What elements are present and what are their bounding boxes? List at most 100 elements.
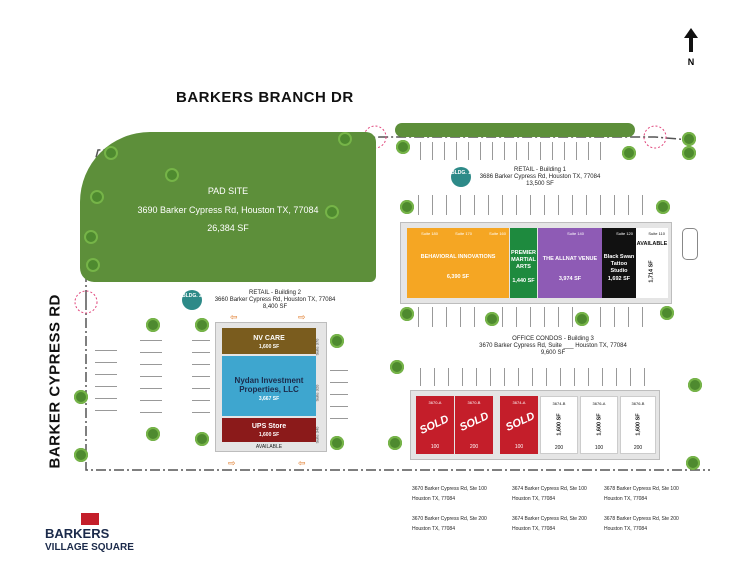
tree-icon [86, 258, 100, 272]
available-sf: 1,714 SF [648, 260, 655, 283]
logo-line2: VILLAGE SQUARE [45, 542, 134, 553]
b2-unit-nvcare[interactable]: NV CARE 1,600 SF [222, 328, 316, 354]
arrow-icon: ⇦ [298, 458, 306, 468]
arrow-icon: ⇨ [298, 312, 306, 322]
tree-icon [84, 230, 98, 244]
tree-icon [104, 146, 118, 160]
tree-icon [656, 200, 670, 214]
ups-suite: Suite 340 [314, 426, 320, 444]
building3-title: OFFICE CONDOS - Building 3 [512, 336, 594, 342]
b1-unit-blackswan[interactable]: Suite 120 Black Swan Tattoo Studio 1,692… [602, 228, 636, 298]
tree-icon [146, 318, 160, 332]
tree-icon [165, 168, 179, 182]
building2-badge: BLDG. 2 [182, 290, 202, 310]
tree-icon [400, 200, 414, 214]
premier-name: PREMIER MARTIAL ARTS [510, 250, 537, 270]
tree-icon [330, 334, 344, 348]
tree-icon [686, 456, 700, 470]
nydan-suite: Suite 320 [314, 384, 320, 402]
b3-unit-3670b[interactable]: 3670-B 200 [455, 396, 493, 454]
tree-icon [195, 318, 209, 332]
b3-3676b-suite: 200 [633, 445, 643, 451]
b3-unit-3676b[interactable]: 3676-B 1,600 SF 200 [620, 396, 656, 454]
nydan-sf: 3,667 SF [258, 396, 280, 402]
street-top: BARKERS BRANCH DR [176, 89, 354, 106]
tree-icon [682, 132, 696, 146]
tree-icon [396, 140, 410, 154]
b1-unit-behavioral-label: BEHAVIORAL INNOVATIONS 6,390 SF [407, 228, 509, 298]
tree-icon [485, 312, 499, 326]
tree-icon [195, 432, 209, 446]
behavioral-name: BEHAVIORAL INNOVATIONS [420, 254, 496, 260]
behavioral-sf: 6,390 SF [446, 274, 470, 280]
b3-3670a-suite: 100 [430, 444, 440, 450]
b1-unit-available[interactable]: Suite 110 AVAILABLE 1,714 SF [636, 228, 668, 298]
building2-title: RETAIL - Building 2 [248, 290, 302, 296]
building1-title: RETAIL - Building 1 [513, 167, 567, 173]
logo-line1: BARKERS [45, 526, 110, 541]
b1-unit-160[interactable]: Suite 160 [475, 228, 509, 298]
building3-area: 9,600 SF [540, 350, 566, 356]
tree-icon [575, 312, 589, 326]
tree-icon [74, 390, 88, 404]
allnat-name: THE ALLNAT VENUE [542, 256, 598, 262]
b1-unit-180[interactable]: Suite 180 [407, 228, 441, 298]
b1-unit-premier[interactable]: PREMIER MARTIAL ARTS 1,440 SF [510, 228, 537, 298]
logo-mark-icon [81, 513, 99, 525]
b3-3670b-suite: 200 [469, 444, 479, 450]
tree-icon [400, 307, 414, 321]
tree-icon [390, 360, 404, 374]
building1-area: 13,500 SF [526, 181, 554, 187]
tree-icon [682, 146, 696, 160]
ups-sf: 1,600 SF [258, 432, 280, 438]
tree-icon [660, 306, 674, 320]
tree-icon [622, 146, 636, 160]
b3-3674b-suite: 200 [554, 445, 564, 451]
b2-unit-ups[interactable]: UPS Store 1,600 SF [222, 418, 316, 442]
pad-site-address: 3690 Barker Cypress Rd, Houston TX, 7708… [137, 205, 319, 215]
available-label: AVAILABLE [636, 241, 668, 247]
b3-unit-3670a[interactable]: 3670-A 100 [416, 396, 454, 454]
tree-icon [325, 205, 339, 219]
b2-available[interactable]: AVAILABLE [255, 444, 283, 450]
arrow-icon: ⇨ [228, 458, 236, 468]
arrow-icon: ⇦ [230, 312, 238, 322]
nvcare-sf: 1,600 SF [258, 344, 280, 350]
building1-badge: BLDG. 1 [451, 167, 471, 187]
building2-address: 3660 Barker Cypress Rd, Houston TX, 7708… [214, 297, 336, 303]
building2-area: 8,400 SF [262, 304, 288, 310]
building1-address: 3686 Barker Cypress Rd, Houston TX, 7708… [479, 174, 601, 180]
north-arrow-icon [684, 28, 698, 52]
blackswan-sf: 1,692 SF [607, 276, 631, 282]
b3-unit-3676a[interactable]: 3676-A 1,600 SF 100 [580, 396, 618, 454]
b3-3676b-sf: 1,600 SF [635, 413, 642, 436]
tree-icon [330, 436, 344, 450]
b1-unit-allnat[interactable]: Suite 140 THE ALLNAT VENUE 3,974 SF [538, 228, 602, 298]
ups-name: UPS Store [251, 423, 287, 430]
tree-icon [688, 378, 702, 392]
top-green-strip [395, 123, 635, 137]
nvcare-suite: Suite 370 [314, 338, 320, 356]
b3-3676a-suite: 100 [594, 445, 604, 451]
tree-icon [74, 448, 88, 462]
building3-address: 3670 Barker Cypress Rd, Suite ___ Housto… [479, 343, 627, 349]
b3-3674b-sf: 1,600 SF [556, 413, 563, 436]
nvcare-name: NV CARE [253, 335, 285, 342]
b1-unit-170[interactable]: Suite 170 [441, 228, 475, 298]
north-arrow: N [684, 28, 698, 67]
allnat-sf: 3,974 SF [558, 276, 582, 282]
nydan-name: Nydan Investment Properties, LLC [234, 376, 304, 394]
b2-unit-nydan[interactable]: Nydan Investment Properties, LLC 3,667 S… [222, 356, 316, 416]
north-label: N [687, 57, 695, 67]
logo: BARKERS VILLAGE SQUARE [45, 527, 134, 555]
b3-unit-3674b[interactable]: 3674-B 1,600 SF 200 [540, 396, 578, 454]
b3-unit-3674a[interactable]: 3674-A 100 [500, 396, 538, 454]
tree-icon [388, 436, 402, 450]
b3-3676a-sf: 1,600 SF [596, 413, 603, 436]
